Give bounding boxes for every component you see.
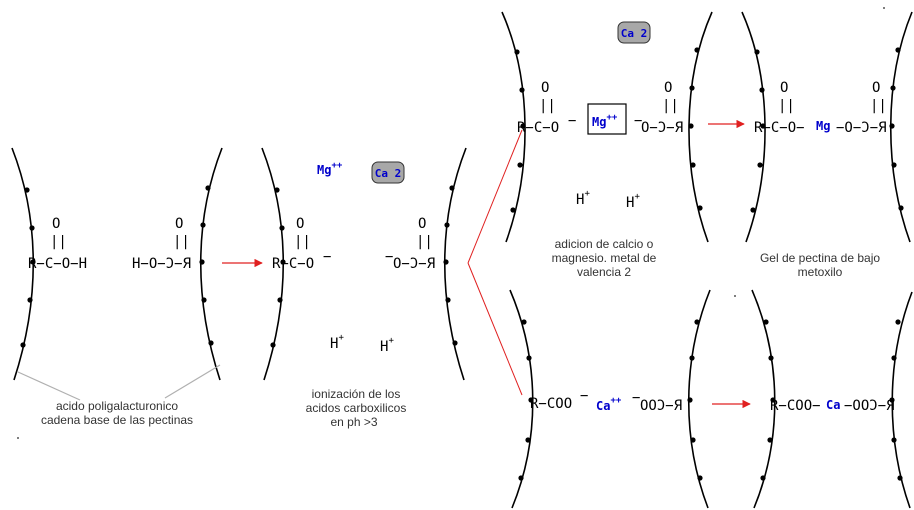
panel-ionization: O || R−C−O − O || − O−Ɔ−Я Mg++ Ca 2 H+ H… — [261, 147, 467, 429]
caption-acid-line1: acido poligalacturonico — [56, 399, 178, 413]
caption-gel-line1: Gel de pectina de bajo — [760, 251, 880, 265]
h-ion-1: H+ — [330, 333, 344, 352]
coo-left-group: R−COO — [530, 396, 572, 412]
mg-ion-boxed: Mg++ — [592, 113, 618, 129]
caption-add-line1: adicion de calcio o — [555, 237, 654, 251]
oxo-gel-mg-right: O — [872, 80, 880, 96]
mg-ion-1: Mg++ — [317, 161, 343, 177]
minus-ion-right: − — [385, 249, 393, 265]
mg-ion-box: Mg++ — [587, 103, 627, 135]
split-line-up — [467, 129, 523, 264]
double-bond-acid-right: || — [173, 234, 190, 250]
oxo-ion-left: O — [296, 216, 304, 232]
ca-badge-1: Ca 2 — [371, 161, 405, 184]
oxo-gel-mg-left: O — [780, 80, 788, 96]
panel-ca-addition: R−COO − Ca++ − OOƆ−Я — [509, 289, 736, 509]
mg-left-group: R−C−O — [517, 120, 559, 136]
ca-badge-1-label: Ca 2 — [375, 167, 402, 180]
coo-right-group: OOƆ−Я — [640, 398, 682, 414]
caption-ion-line2: acidos carboxilicos — [306, 401, 407, 415]
panel-ca-gel: R−COO− Ca −OOƆ−Я — [751, 289, 913, 509]
double-bond-mg-right: || — [662, 98, 679, 114]
double-bond-ion-right: || — [416, 234, 433, 250]
mg-bridge: Mg — [816, 119, 830, 133]
caption-acid-line2: cadena base de las pectinas — [41, 413, 193, 427]
mg-right-group: O−Ɔ−Я — [641, 120, 683, 136]
acid-left-group: R−C−O−H — [28, 256, 87, 272]
panel-acid: O || R−C−O−H O || H−O−Ɔ−Я acido poligala… — [11, 147, 223, 439]
caption-gel-line2: metoxilo — [798, 265, 843, 279]
caption-add-line2: magnesio. metal de — [552, 251, 657, 265]
h-ion-3: H+ — [576, 189, 590, 208]
double-bond-gel-mg-left: || — [778, 98, 795, 114]
panel-mg-gel: O || R−C−O− Mg −O−Ɔ−Я O || Gel de pectin… — [741, 7, 913, 279]
minus-ion-left: − — [323, 249, 331, 265]
panel-mg-addition: O || R−C−O − Mg++ − O || O−Ɔ−Я Ca 2 H+ H… — [501, 11, 713, 279]
oxo-mg-left: O — [541, 80, 549, 96]
ca-badge-2: Ca 2 — [617, 21, 651, 44]
double-bond-acid-left: || — [50, 234, 67, 250]
h-ion-4: H+ — [626, 192, 640, 211]
double-bond-gel-mg-right: || — [870, 98, 887, 114]
caption-add-line3: valencia 2 — [577, 265, 631, 279]
minus-mg-left: − — [568, 113, 576, 129]
caption-ion-line3: en ph >3 — [330, 415, 377, 429]
minus-mg-right: − — [634, 113, 642, 129]
oxo-mg-right: O — [664, 80, 672, 96]
ionized-right-group: O−Ɔ−Я — [393, 256, 435, 272]
oxo-acid-left: O — [52, 216, 60, 232]
gel-mg-left-group: R−C−O− — [754, 120, 805, 136]
double-bond-ion-left: || — [294, 234, 311, 250]
gel-mg-right-group: −O−Ɔ−Я — [836, 120, 887, 136]
acid-right-group: H−O−Ɔ−Я — [132, 256, 191, 272]
minus-coo-left: − — [580, 388, 588, 404]
minus-coo-right: − — [632, 390, 640, 406]
h-ion-2: H+ — [380, 336, 394, 355]
split-line-down — [467, 262, 523, 396]
oxo-ion-right: O — [418, 216, 426, 232]
ca-ion: Ca++ — [596, 396, 622, 413]
ionized-left-group: R−C−O — [272, 256, 314, 272]
caption-ion-line1: ionización de los — [312, 387, 401, 401]
ca-gel-right-group: −OOƆ−Я — [844, 398, 895, 414]
ca-badge-2-label: Ca 2 — [621, 27, 648, 40]
ca-bridge: Ca — [826, 398, 840, 412]
oxo-acid-right: O — [175, 216, 183, 232]
ca-gel-left-group: R−COO− — [770, 398, 821, 414]
chain-right-6 — [891, 291, 913, 509]
double-bond-mg-left: || — [539, 98, 556, 114]
